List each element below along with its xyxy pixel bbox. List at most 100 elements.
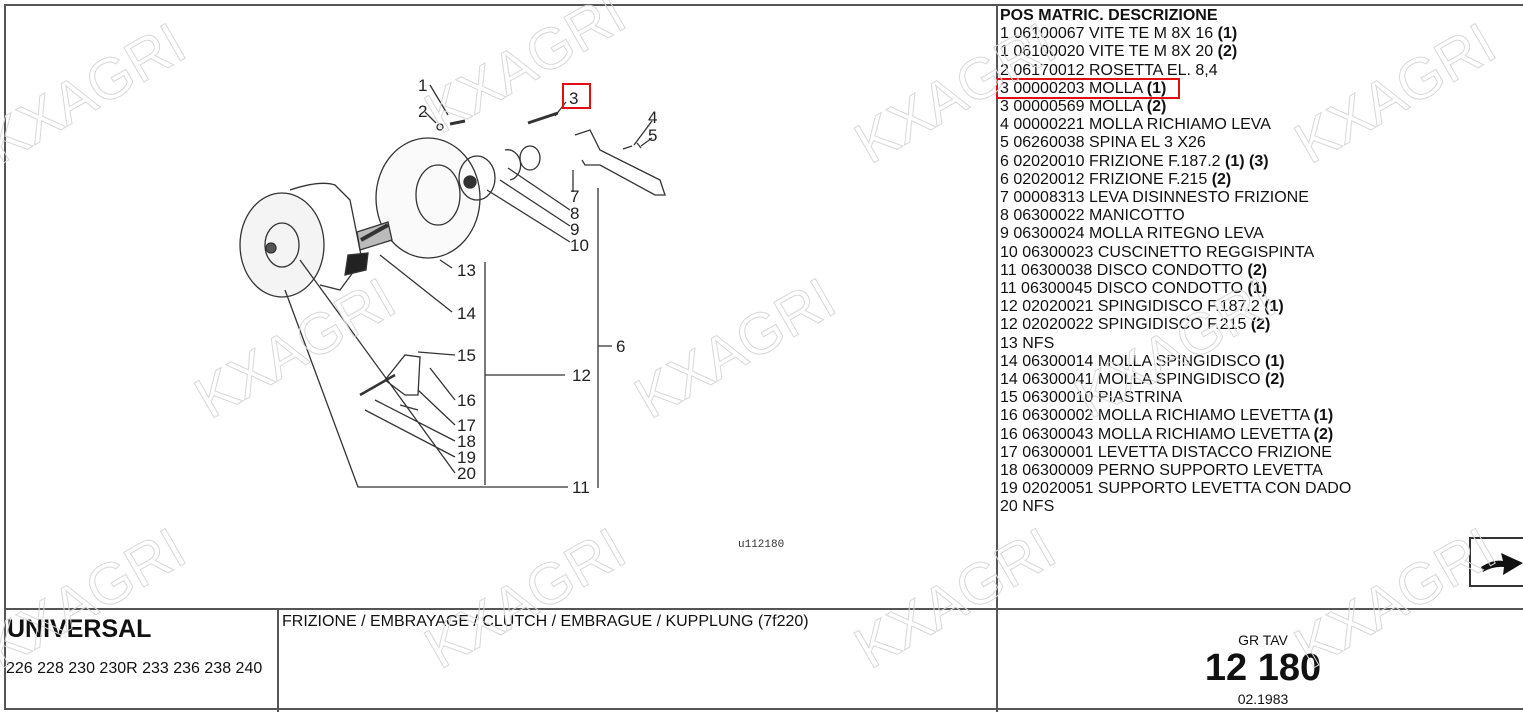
callout-5: 5 — [648, 126, 657, 145]
callout-17: 17 — [457, 416, 476, 435]
parts-row[interactable]: 8 06300022 MANICOTTO — [1000, 207, 1351, 225]
arrow-right-icon — [1481, 553, 1523, 575]
parts-row-note: (1) — [1146, 79, 1167, 97]
diagram-code: u112180 — [738, 539, 784, 551]
parts-row-text: 7 00008313 LEVA DISINNESTO FRIZIONE — [1000, 189, 1309, 207]
parts-row-note: (2) — [1265, 371, 1285, 389]
parts-row-text: 20 NFS — [1000, 498, 1055, 516]
parts-row-text: 16 06300043 MOLLA RICHIAMO LEVETTA — [1000, 425, 1310, 443]
parts-row[interactable]: 7 00008313 LEVA DISINNESTO FRIZIONE — [1000, 189, 1351, 207]
parts-row-text: 3 00000203 MOLLA — [1000, 79, 1143, 97]
callout-13: 13 — [457, 261, 476, 280]
parts-row-note: (2) — [1146, 98, 1167, 116]
parts-row-text: 12 02020022 SPINGIDISCO F.215 — [1000, 316, 1247, 334]
parts-row-text: 6 02020010 FRIZIONE F.187.2 — [1000, 152, 1221, 170]
page-frame — [4, 4, 1523, 710]
callout-6: 6 — [616, 337, 625, 356]
callout-7: 7 — [570, 187, 579, 206]
parts-row-text: 1 06100020 VITE TE M 8X 20 — [1000, 43, 1214, 61]
parts-row-note: (1) (3) — [1225, 152, 1269, 170]
parts-row-text: 15 06300010 PIASTRINA — [1000, 389, 1183, 407]
callout-19: 19 — [457, 448, 476, 467]
parts-row-note: (2) — [1247, 261, 1268, 279]
parts-row[interactable]: 18 06300009 PERNO SUPPORTO LEVETTA — [1000, 462, 1351, 480]
callout-1: 1 — [418, 76, 427, 95]
parts-row-text: 19 02020051 SUPPORTO LEVETTA CON DADO — [1000, 480, 1352, 498]
parts-row[interactable]: 4 00000221 MOLLA RICHIAMO LEVA — [1000, 116, 1351, 134]
callout-8: 8 — [570, 204, 579, 223]
callout-11: 11 — [572, 478, 590, 497]
parts-row-highlighted[interactable]: 3 00000203 MOLLA (1) — [1000, 80, 1351, 98]
parts-row[interactable]: 12 02020022 SPINGIDISCO F.215 (2) — [1000, 316, 1351, 334]
parts-list-header: POS MATRIC. DESCRIZIONE — [1000, 7, 1218, 24]
parts-row[interactable]: 6 02020012 FRIZIONE F.215 (2) — [1000, 171, 1351, 189]
parts-row-text: 14 06300041 MOLLA SPINGIDISCO — [1000, 371, 1261, 389]
parts-row[interactable]: 17 06300001 LEVETTA DISTACCO FRIZIONE — [1000, 444, 1351, 462]
clutch-cover — [375, 137, 481, 259]
parts-row[interactable]: 14 06300014 MOLLA SPINGIDISCO (1) — [1000, 353, 1351, 371]
callout-2: 2 — [418, 102, 427, 121]
parts-row-note: (1) — [1217, 25, 1238, 43]
parts-row-text: 5 06260038 SPINA EL 3 X26 — [1000, 134, 1206, 152]
parts-row-text: 11 06300038 DISCO CONDOTTO — [1000, 261, 1244, 279]
next-page-button[interactable] — [1469, 537, 1523, 587]
parts-row-text: 1 06100067 VITE TE M 8X 16 — [1000, 25, 1214, 43]
parts-row[interactable]: 3 00000569 MOLLA (2) — [1000, 98, 1351, 116]
parts-row[interactable]: 13 NFS — [1000, 335, 1351, 353]
callout-4: 4 — [648, 108, 657, 127]
parts-row[interactable]: 10 06300023 CUSCINETTO REGGISPINTA — [1000, 244, 1351, 262]
model-list: 226 228 230 230R 233 236 238 240 — [6, 660, 263, 677]
callout-20: 20 — [457, 464, 476, 483]
callout-10: 10 — [570, 236, 589, 255]
parts-row-text: 12 02020021 SPINGIDISCO F.187.2 — [1000, 298, 1260, 316]
highlighted-row-box — [996, 78, 1180, 99]
section-title: FRIZIONE / EMBRAYAGE / CLUTCH / EMBRAGUE… — [282, 613, 809, 630]
parts-row-text: 11 06300045 DISCO CONDOTTO — [1000, 280, 1244, 298]
parts-row-text: 4 00000221 MOLLA RICHIAMO LEVA — [1000, 116, 1271, 134]
parts-row[interactable]: 12 02020021 SPINGIDISCO F.187.2 (1) — [1000, 298, 1351, 316]
parts-row-note: (1) — [1247, 280, 1268, 298]
parts-row[interactable]: 16 06300002 MOLLA RICHIAMO LEVETTA (1) — [1000, 407, 1351, 425]
parts-row-note: (2) — [1211, 170, 1232, 188]
parts-row[interactable]: 16 06300043 MOLLA RICHIAMO LEVETTA (2) — [1000, 426, 1351, 444]
exploded-diagram: 1 2 3 4 5 6 7 8 9 10 11 12 13 14 15 16 1… — [239, 76, 784, 551]
parts-row-note: (2) — [1250, 316, 1271, 334]
parts-row[interactable]: 2 06170012 ROSETTA EL. 8,4 — [1000, 62, 1351, 80]
divider — [4, 608, 1523, 610]
gr-tav-label: GR TAV — [1238, 632, 1288, 648]
parts-row[interactable]: 11 06300038 DISCO CONDOTTO (2) — [1000, 262, 1351, 280]
table-date: 02.1983 — [1237, 691, 1289, 707]
parts-row-text: 3 00000569 MOLLA — [1000, 98, 1143, 116]
callout-15: 15 — [457, 346, 476, 365]
parts-row[interactable]: 14 06300041 MOLLA SPINGIDISCO (2) — [1000, 371, 1351, 389]
parts-row[interactable]: 6 02020010 FRIZIONE F.187.2 (1) (3) — [1000, 153, 1351, 171]
parts-row-text: 14 06300014 MOLLA SPINGIDISCO — [1000, 352, 1261, 370]
parts-row-text: 6 02020012 FRIZIONE F.215 — [1000, 170, 1208, 188]
callout-3: 3 — [569, 89, 578, 108]
parts-row[interactable]: 20 NFS — [1000, 498, 1351, 516]
callout-16: 16 — [457, 391, 476, 410]
parts-row[interactable]: 19 02020051 SUPPORTO LEVETTA CON DADO — [1000, 480, 1351, 498]
parts-row[interactable]: 9 06300024 MOLLA RITEGNO LEVA — [1000, 225, 1351, 243]
parts-row-text: 16 06300002 MOLLA RICHIAMO LEVETTA — [1000, 407, 1310, 425]
callout-18: 18 — [457, 432, 476, 451]
parts-row[interactable]: 1 06100067 VITE TE M 8X 16 (1) — [1000, 25, 1351, 43]
callout-12: 12 — [572, 366, 591, 385]
parts-row[interactable]: 5 06260038 SPINA EL 3 X26 — [1000, 134, 1351, 152]
callout-highlight — [562, 83, 591, 109]
parts-row-text: 13 NFS — [1000, 334, 1055, 352]
parts-row-text: 9 06300024 MOLLA RITEGNO LEVA — [1000, 225, 1264, 243]
parts-row-note: (2) — [1217, 43, 1238, 61]
parts-row-text: 18 06300009 PERNO SUPPORTO LEVETTA — [1000, 462, 1323, 480]
parts-row-note: (1) — [1313, 407, 1334, 425]
callout-9: 9 — [570, 220, 579, 239]
brand-name: UNIVERSAL — [7, 615, 152, 643]
parts-row-note: (1) — [1264, 298, 1284, 316]
parts-row[interactable]: 11 06300045 DISCO CONDOTTO (1) — [1000, 280, 1351, 298]
parts-row[interactable]: 1 06100020 VITE TE M 8X 20 (2) — [1000, 43, 1351, 61]
parts-row[interactable]: 15 06300010 PIASTRINA — [1000, 389, 1351, 407]
clutch-disc — [239, 192, 325, 298]
parts-row-text: 10 06300023 CUSCINETTO REGGISPINTA — [1000, 243, 1315, 261]
divider — [277, 608, 279, 712]
